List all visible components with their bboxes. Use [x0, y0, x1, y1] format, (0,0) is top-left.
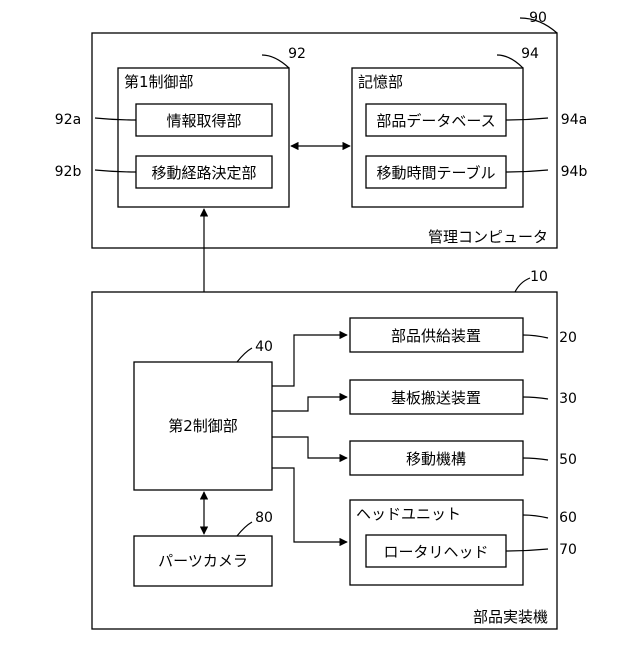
ref-20: 20 — [559, 330, 577, 346]
ref-40: 40 — [255, 339, 273, 355]
ref-94b: 94b — [561, 164, 588, 180]
ref-92a: 92a — [55, 112, 81, 128]
travel-time-table-label: 移動時間テーブル — [376, 164, 495, 182]
ref-50: 50 — [559, 452, 577, 468]
ref-leader-10 — [515, 278, 530, 292]
component-mounter-label: 部品実装機 — [473, 608, 548, 626]
parts-supply-label: 部品供給装置 — [391, 327, 481, 345]
storage-label: 記憶部 — [358, 73, 403, 91]
ref-92b: 92b — [55, 164, 82, 180]
moving-mechanism-label: 移動機構 — [406, 450, 466, 468]
ref-94a: 94a — [561, 112, 587, 128]
parts-database-label: 部品データベース — [376, 112, 495, 130]
ref-70: 70 — [559, 542, 577, 558]
ref-30: 30 — [559, 391, 577, 407]
parts-camera-label: パーツカメラ — [158, 552, 248, 570]
ref-94: 94 — [521, 46, 539, 62]
info-acquisition-label: 情報取得部 — [166, 112, 241, 130]
management-computer: 管理コンピュータ 90 第1制御部 92 情報取得部 92a 移動経路決定部 9… — [55, 10, 588, 248]
head-unit-label: ヘッドユニット — [356, 505, 461, 523]
component-mounter: 部品実装機 10 第2制御部 40 部品供給装置 20 基板搬送装置 30 移動… — [92, 269, 577, 629]
first-controller-label: 第1制御部 — [124, 73, 194, 91]
second-controller-label: 第2制御部 — [168, 417, 238, 435]
ref-92: 92 — [288, 46, 306, 62]
board-transport-label: 基板搬送装置 — [391, 389, 481, 407]
ref-80: 80 — [255, 510, 273, 526]
rotary-head-label: ロータリヘッド — [383, 543, 488, 561]
management-computer-label: 管理コンピュータ — [428, 228, 548, 246]
ref-90: 90 — [529, 10, 547, 26]
route-determination-label: 移動経路決定部 — [151, 164, 256, 182]
ref-60: 60 — [559, 510, 577, 526]
ref-10: 10 — [530, 269, 548, 285]
